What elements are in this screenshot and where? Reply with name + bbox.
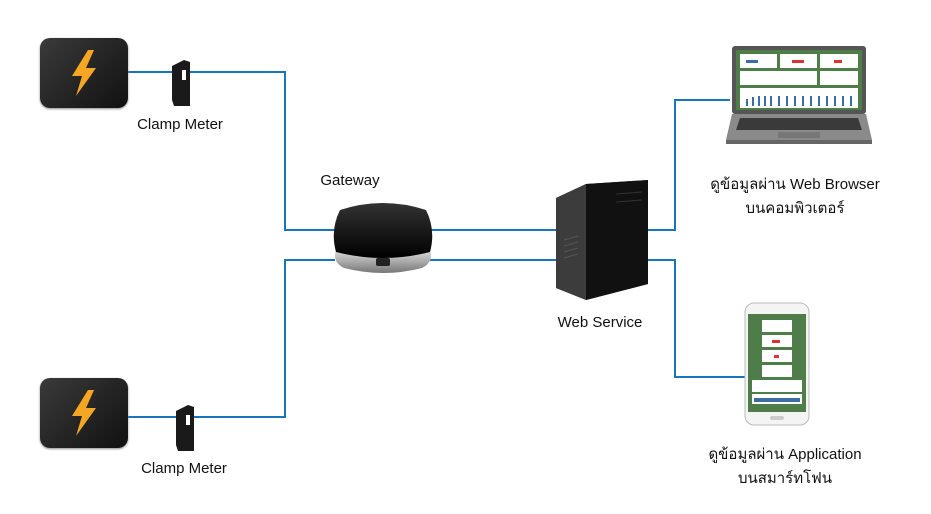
- gateway-device-icon: [333, 203, 433, 273]
- connector-server-laptop: [645, 99, 730, 231]
- web-server-tower-icon: [556, 180, 648, 300]
- computer-label-line2: บนคอมพิวเตอร์: [745, 200, 845, 217]
- clamp-meter-icon-top: [172, 60, 190, 106]
- connector-clamp-top-gateway: [128, 71, 335, 231]
- clamp-meter-bottom-label: Clamp Meter: [141, 460, 227, 477]
- clamp-meter-top-label: Clamp Meter: [137, 116, 223, 133]
- lightning-bolt-icon: [72, 390, 96, 436]
- power-source-bottom: [40, 378, 128, 448]
- smartphone-label-line2: บนสมาร์ทโฟน: [737, 470, 833, 487]
- connector-clamp-bottom-gateway: [128, 259, 335, 418]
- smartphone-label-line1: ดูข้อมูลผ่าน Application: [708, 446, 862, 463]
- laptop-icon: [726, 46, 872, 144]
- computer-label-line1: ดูข้อมูลผ่าน Web Browser: [710, 176, 880, 193]
- smartphone-icon: [744, 302, 810, 426]
- gateway-label: Gateway: [320, 172, 380, 189]
- connector-server-phone: [645, 259, 748, 378]
- clamp-meter-icon-bottom: [176, 405, 194, 451]
- lightning-bolt-icon: [72, 50, 96, 96]
- power-source-top: [40, 38, 128, 108]
- web-service-label: Web Service: [557, 314, 643, 331]
